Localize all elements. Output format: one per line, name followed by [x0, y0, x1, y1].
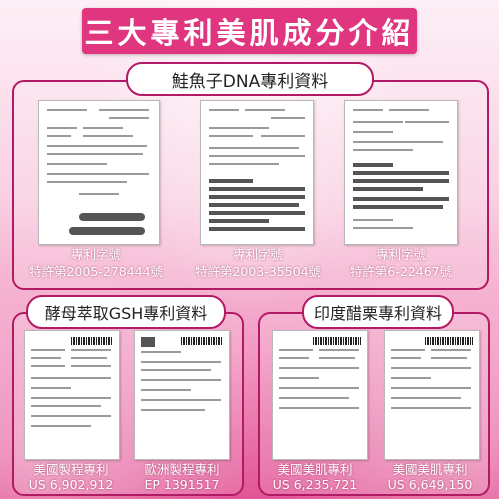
- patent-document-image[interactable]: [200, 100, 314, 245]
- patent-caption: 專利字號 特許第2005-278444號: [28, 247, 164, 279]
- patent-caption: 美國美肌專利 US 6,235,721: [272, 462, 358, 492]
- patent-document-image[interactable]: [38, 100, 160, 245]
- patent-caption: 歐洲製程專利 EP 1391517: [144, 462, 220, 492]
- section-label-indian-gooseberry: 印度醋栗專利資料: [302, 295, 454, 329]
- patent-document-image[interactable]: [384, 330, 480, 460]
- page-title: 三大專利美肌成分介紹: [84, 16, 415, 50]
- section-label-yeast-gsh: 酵母萃取GSH專利資料: [26, 295, 226, 329]
- patent-document-image[interactable]: [272, 330, 368, 460]
- patent-caption: 美國製程專利 US 6,902,912: [28, 462, 114, 492]
- patent-caption: 專利字號 特許第6-22467號: [349, 247, 453, 279]
- patent-caption: 專利字號 特許第2003-35504號: [194, 247, 322, 279]
- patent-document-image[interactable]: [24, 330, 120, 460]
- title-banner: 三大專利美肌成分介紹: [82, 8, 417, 54]
- patent-document-image[interactable]: [134, 330, 230, 460]
- patent-caption: 美國美肌專利 US 6,649,150: [387, 462, 473, 492]
- section-label-salmon-dna: 鮭魚子DNA專利資料: [126, 62, 374, 96]
- patent-document-image[interactable]: [344, 100, 458, 245]
